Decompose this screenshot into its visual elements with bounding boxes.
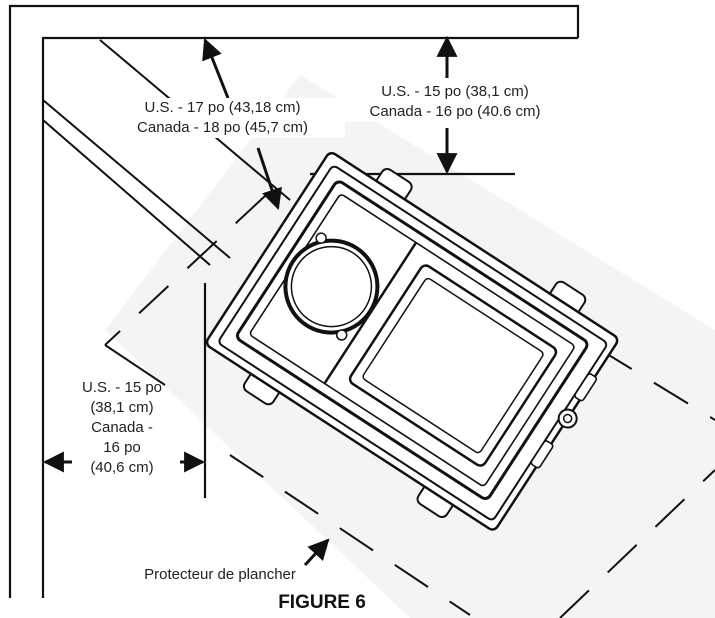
stove bbox=[205, 152, 619, 531]
clearance-label-rear-right: U.S. - 15 po (38,1 cm) Canada - 16 po (4… bbox=[340, 82, 570, 122]
clearance-side-left-line1: U.S. - 15 po bbox=[81, 379, 163, 396]
clearance-rear-right-canada: Canada - 16 po (40.6 cm) bbox=[369, 103, 541, 120]
clearance-rear-right-us: U.S. - 15 po (38,1 cm) bbox=[381, 83, 529, 100]
dimension-arrows bbox=[42, 35, 458, 567]
clearance-side-left-line3: Canada - bbox=[91, 419, 153, 436]
clearance-side-left-line4: 16 po bbox=[103, 439, 141, 456]
arrow-floor-protector bbox=[303, 538, 330, 567]
figure-caption: FIGURE 6 bbox=[278, 592, 366, 613]
clearance-side-left-line5: (40,6 cm) bbox=[90, 459, 154, 476]
clearance-rear-left-us: U.S. - 17 po (43,18 cm) bbox=[144, 99, 301, 116]
clearance-rear-left-canada: Canada - 18 po (45,7 cm) bbox=[137, 119, 308, 136]
floor-protector-label: Protecteur de plancher bbox=[144, 566, 296, 583]
clearance-label-rear-left: U.S. - 17 po (43,18 cm) Canada - 18 po (… bbox=[100, 98, 345, 138]
clearance-label-side-left: U.S. - 15 po (38,1 cm) Canada - 16 po (4… bbox=[62, 378, 182, 478]
room-walls bbox=[8, 4, 580, 598]
clearance-side-left-line2: (38,1 cm) bbox=[90, 399, 154, 416]
arrow-rear-left-down bbox=[256, 147, 282, 210]
arrow-rear-left bbox=[202, 38, 230, 99]
